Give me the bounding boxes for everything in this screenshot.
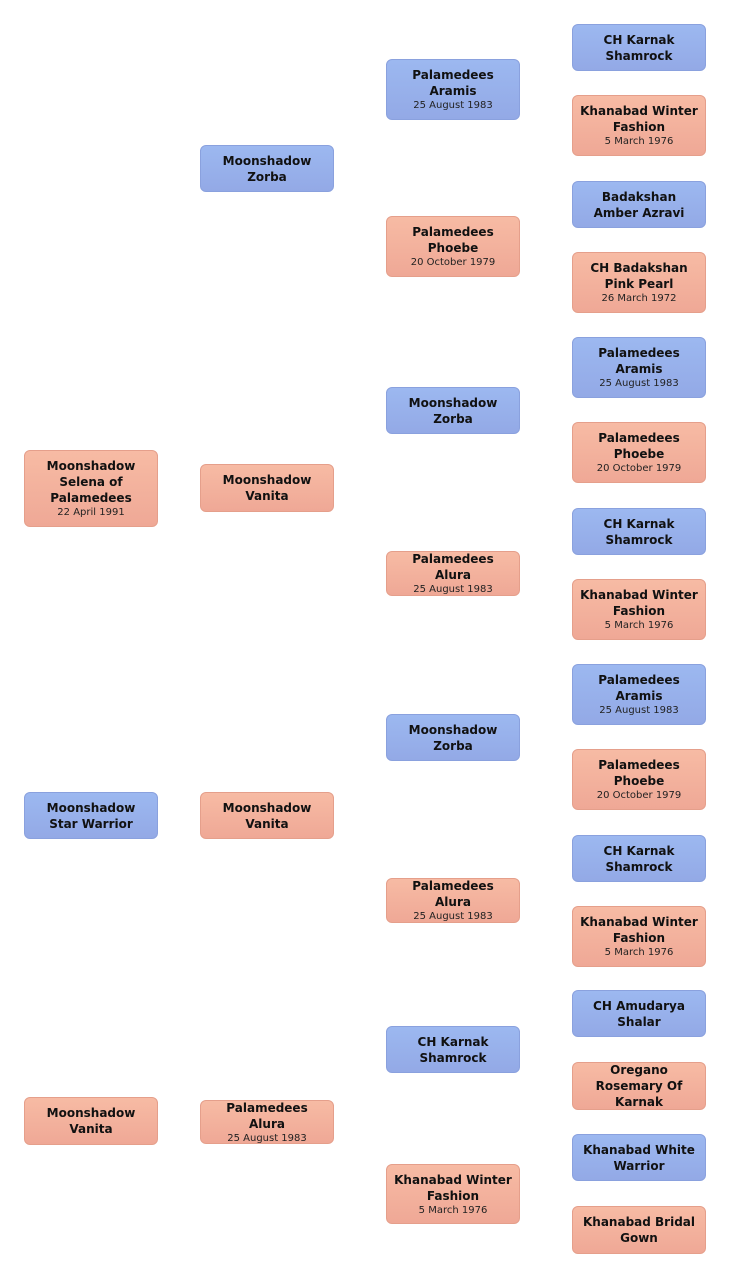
pedigree-node-k16[interactable]: Khanabad Bridal Gown — [572, 1206, 706, 1254]
node-name: Khanabad Bridal Gown — [582, 1215, 695, 1245]
node-name: CH Karnak Shamrock — [603, 516, 675, 547]
node-name: Palamedees Phoebe — [598, 431, 680, 461]
node-birth-date: 25 August 1983 — [599, 705, 679, 716]
node-name: Moonshadow Star Warrior — [46, 800, 136, 831]
node-name: Khanabad White Warrior — [583, 1142, 695, 1173]
pedigree-node-n2[interactable]: Moonshadow Star Warrior — [24, 792, 158, 839]
pedigree-node-k2[interactable]: Khanabad Winter Fashion 5 March 1976 — [572, 95, 706, 156]
node-name: Moonshadow Vanita — [222, 800, 312, 831]
pedigree-node-k7[interactable]: CH Karnak Shamrock — [572, 508, 706, 555]
pedigree-node-k3[interactable]: Badakshan Amber Azravi — [572, 181, 706, 228]
node-name: Palamedees Aramis — [598, 346, 680, 376]
pedigree-node-g1[interactable]: Moonshadow Zorba — [200, 145, 334, 192]
pedigree-node-k10[interactable]: Palamedees Phoebe 20 October 1979 — [572, 749, 706, 810]
pedigree-node-k1[interactable]: CH Karnak Shamrock — [572, 24, 706, 71]
pedigree-node-n3[interactable]: Moonshadow Vanita — [24, 1097, 158, 1145]
node-name: Palamedees Phoebe — [412, 225, 494, 255]
node-name: Palamedees Aramis — [598, 673, 680, 703]
node-birth-date: 20 October 1979 — [410, 257, 496, 268]
node-name: Moonshadow Zorba — [222, 153, 312, 184]
node-name: CH Karnak Shamrock — [603, 32, 675, 63]
node-name: Palamedees Alura — [412, 552, 494, 582]
pedigree-node-h2[interactable]: Palamedees Phoebe 20 October 1979 — [386, 216, 520, 277]
node-birth-date: 20 October 1979 — [596, 463, 682, 474]
pedigree-node-g3[interactable]: Moonshadow Vanita — [200, 792, 334, 839]
pedigree-node-h3[interactable]: Moonshadow Zorba — [386, 387, 520, 434]
node-name: CH Amudarya Shalar — [593, 998, 685, 1029]
node-birth-date: 5 March 1976 — [418, 1204, 488, 1216]
node-name: Palamedees Alura — [412, 879, 494, 909]
node-birth-date: 5 March 1976 — [604, 136, 674, 147]
node-name: CH Karnak Shamrock — [603, 843, 675, 874]
node-name: CH Badakshan Pink Pearl — [590, 261, 688, 291]
pedigree-node-g2[interactable]: Moonshadow Vanita — [200, 464, 334, 512]
node-name: Khanabad Winter Fashion — [394, 1172, 512, 1203]
node-name: CH Karnak Shamrock — [417, 1034, 489, 1065]
node-birth-date: 25 August 1983 — [413, 584, 493, 595]
node-birth-date: 22 April 1991 — [57, 507, 125, 518]
pedigree-node-k5[interactable]: Palamedees Aramis 25 August 1983 — [572, 337, 706, 398]
pedigree-node-k11[interactable]: CH Karnak Shamrock — [572, 835, 706, 882]
pedigree-node-h4[interactable]: Palamedees Alura 25 August 1983 — [386, 551, 520, 596]
node-name: Moonshadow Vanita — [46, 1106, 136, 1136]
node-name: Moonshadow Zorba — [408, 395, 498, 426]
pedigree-node-k6[interactable]: Palamedees Phoebe 20 October 1979 — [572, 422, 706, 483]
pedigree-node-k12[interactable]: Khanabad Winter Fashion 5 March 1976 — [572, 906, 706, 967]
node-name: Khanabad Winter Fashion — [580, 104, 698, 134]
node-name: Palamedees Alura — [226, 1100, 308, 1131]
node-birth-date: 25 August 1983 — [227, 1132, 307, 1144]
pedigree-node-h6[interactable]: Palamedees Alura 25 August 1983 — [386, 878, 520, 923]
pedigree-node-k9[interactable]: Palamedees Aramis 25 August 1983 — [572, 664, 706, 725]
pedigree-node-h1[interactable]: Palamedees Aramis 25 August 1983 — [386, 59, 520, 120]
pedigree-node-k13[interactable]: CH Amudarya Shalar — [572, 990, 706, 1037]
node-birth-date: 20 October 1979 — [596, 790, 682, 801]
node-birth-date: 26 March 1972 — [601, 293, 677, 304]
pedigree-node-k15[interactable]: Khanabad White Warrior — [572, 1134, 706, 1181]
node-name: Khanabad Winter Fashion — [580, 915, 698, 945]
node-name: Moonshadow Vanita — [222, 473, 312, 503]
node-name: Badakshan Amber Azravi — [593, 189, 685, 220]
node-birth-date: 5 March 1976 — [604, 947, 674, 958]
node-name: Moonshadow Zorba — [408, 722, 498, 753]
node-name: Palamedees Aramis — [412, 68, 494, 98]
node-birth-date: 25 August 1983 — [413, 100, 493, 111]
node-name: Oregano Rosemary Of Karnak — [595, 1063, 683, 1109]
node-birth-date: 5 March 1976 — [604, 620, 674, 631]
pedigree-node-h7[interactable]: CH Karnak Shamrock — [386, 1026, 520, 1073]
node-name: Palamedees Phoebe — [598, 758, 680, 788]
node-name: Khanabad Winter Fashion — [580, 588, 698, 618]
node-name: Moonshadow Selena of Palamedees — [46, 459, 136, 505]
pedigree-node-h5[interactable]: Moonshadow Zorba — [386, 714, 520, 761]
node-birth-date: 25 August 1983 — [599, 378, 679, 389]
pedigree-node-n1[interactable]: Moonshadow Selena of Palamedees 22 April … — [24, 450, 158, 527]
pedigree-node-k14[interactable]: Oregano Rosemary Of Karnak — [572, 1062, 706, 1110]
pedigree-node-k8[interactable]: Khanabad Winter Fashion 5 March 1976 — [572, 579, 706, 640]
node-birth-date: 25 August 1983 — [413, 911, 493, 922]
pedigree-node-k4[interactable]: CH Badakshan Pink Pearl 26 March 1972 — [572, 252, 706, 313]
